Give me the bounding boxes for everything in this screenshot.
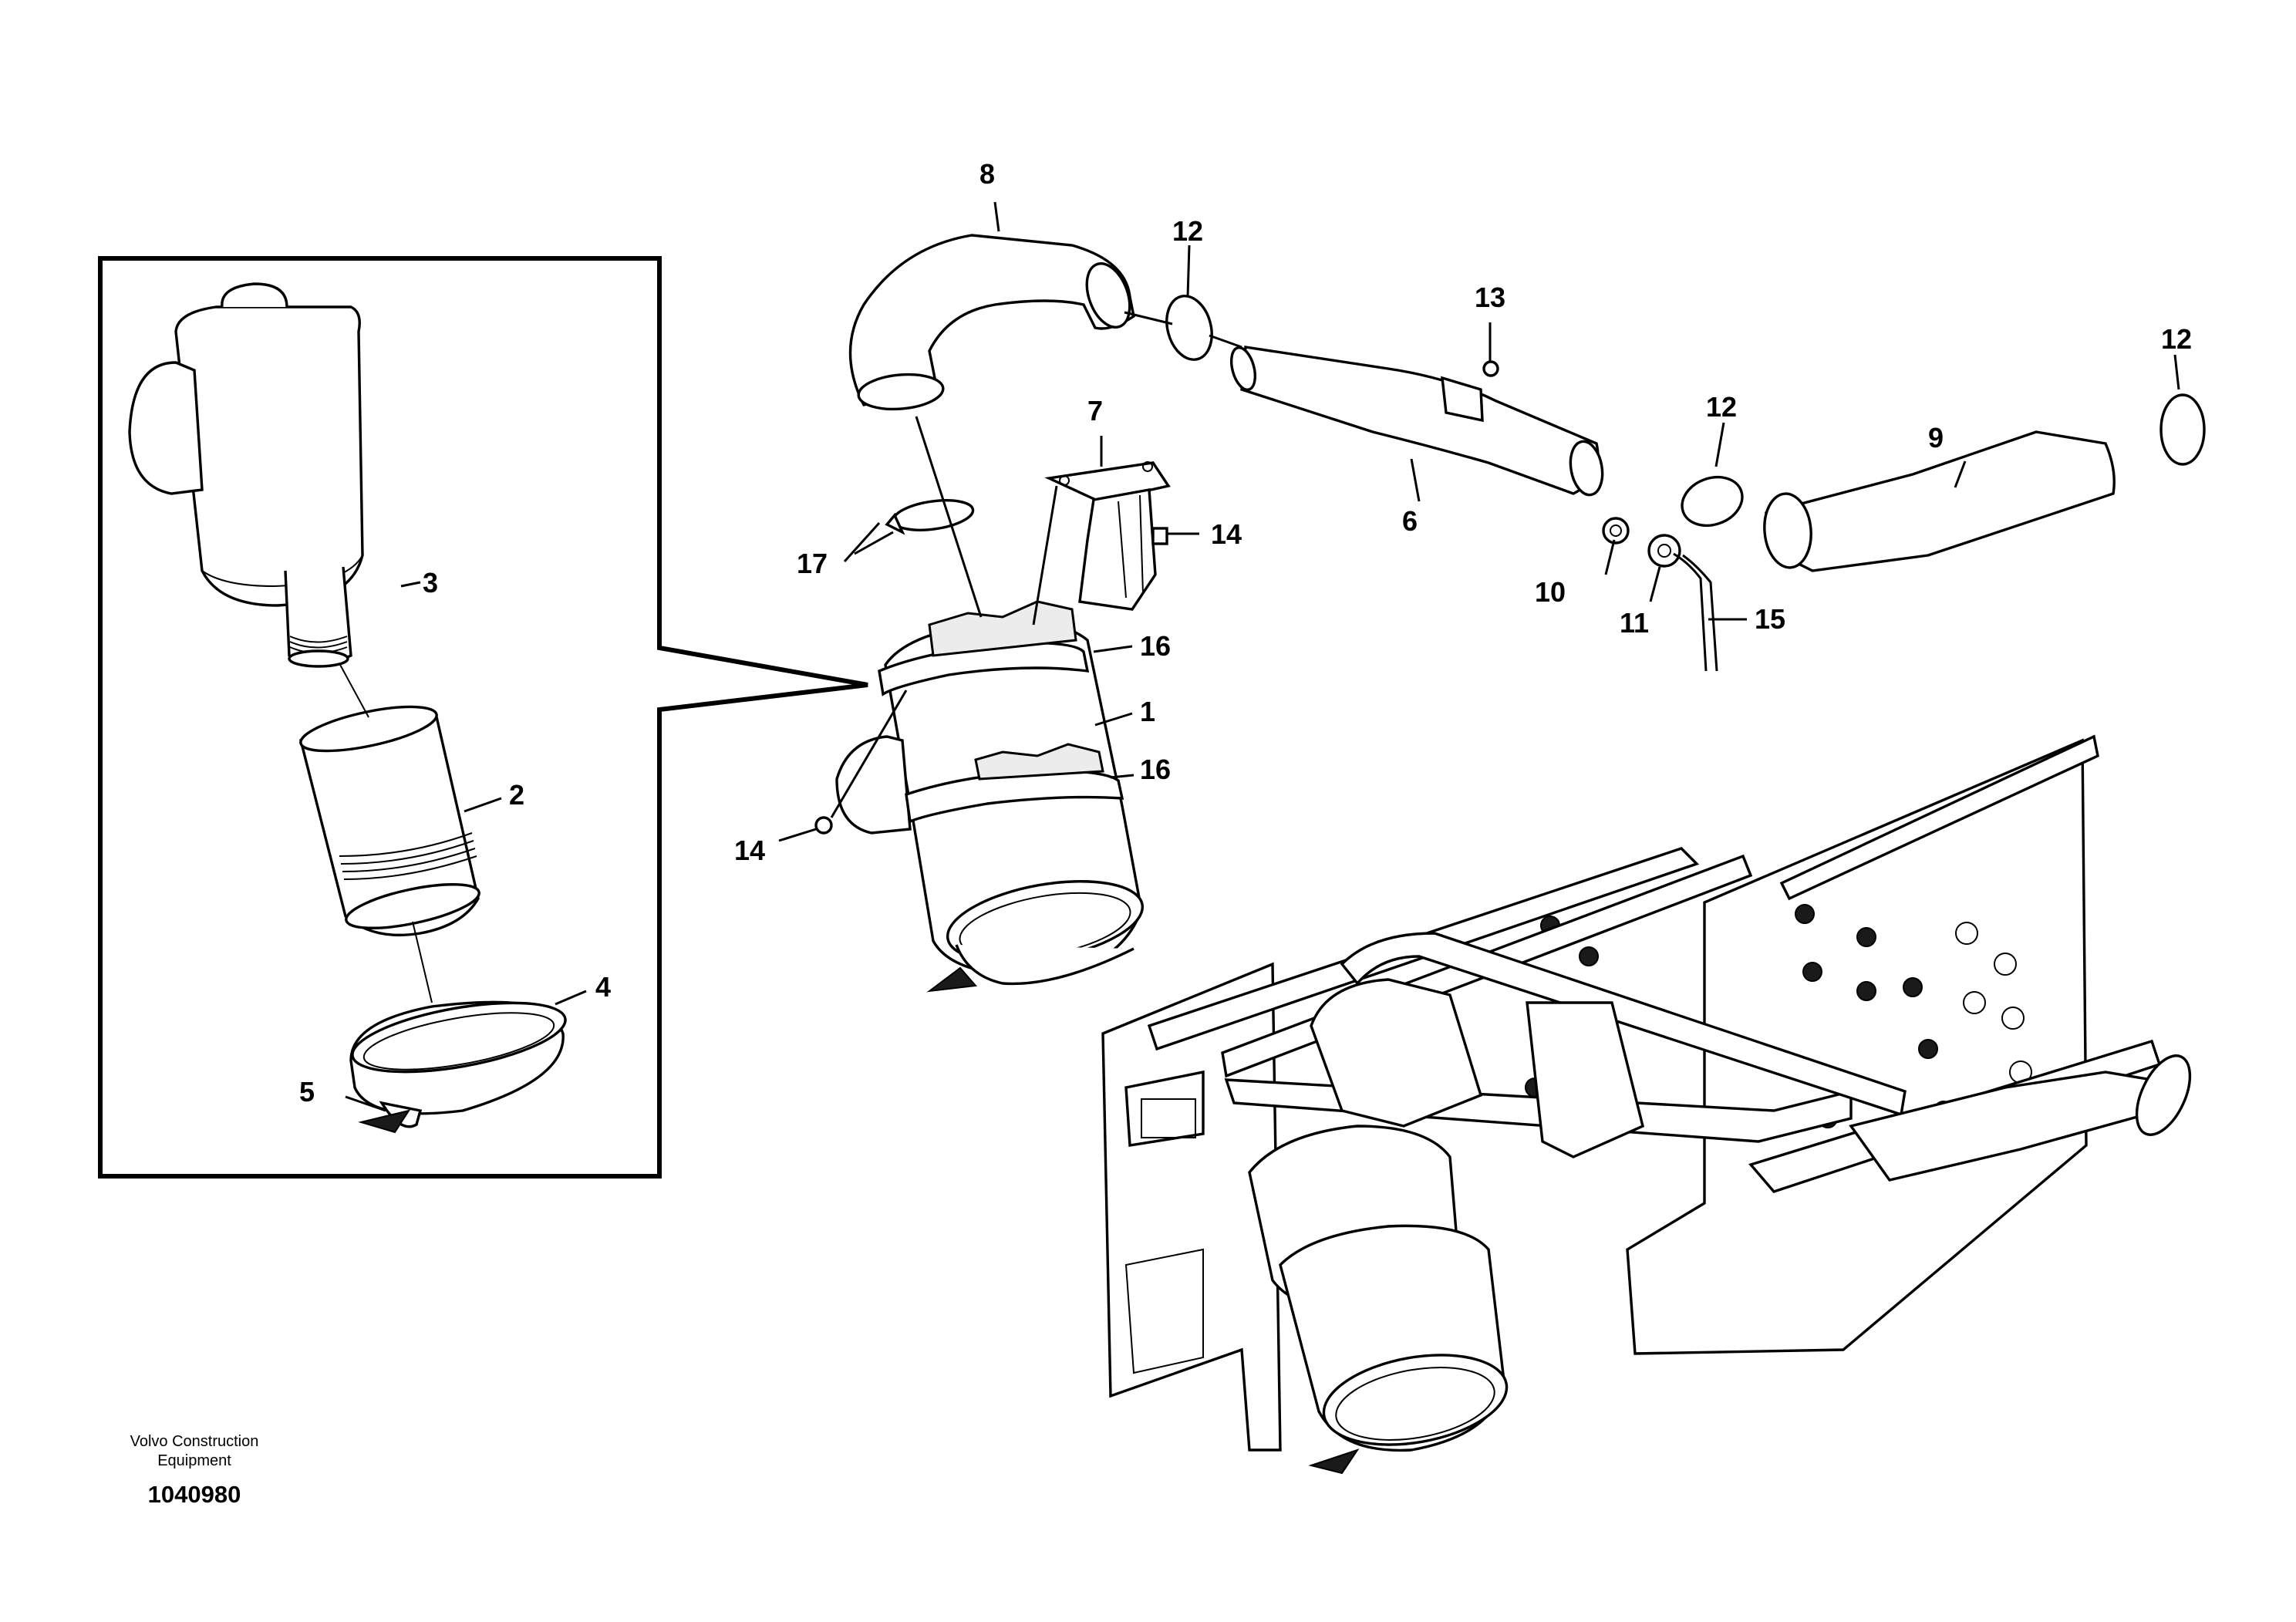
machine-frame-view <box>1101 734 2192 1475</box>
drawing-footer: Volvo Construction Equipment 1040980 <box>130 1433 259 1508</box>
company-name-line2: Equipment <box>157 1452 231 1469</box>
filter-element-detail <box>298 705 480 937</box>
callout-12-left: 12 <box>1172 215 1203 247</box>
callout-12-right: 12 <box>2161 323 2192 355</box>
callout-4: 4 <box>595 971 611 1003</box>
callout-8: 8 <box>979 158 995 190</box>
bracket-7 <box>1044 461 1171 611</box>
callout-16-lower: 16 <box>1140 754 1171 785</box>
callout-9: 9 <box>1928 422 1944 454</box>
air-cleaner-assembly <box>814 461 1171 993</box>
callout-11: 11 <box>1620 607 1649 639</box>
callout-16-upper: 16 <box>1140 630 1171 662</box>
callout-7: 7 <box>1087 395 1103 427</box>
callout-2: 2 <box>509 779 524 811</box>
callout-10: 10 <box>1535 576 1566 608</box>
air-cleaner-housing-detail <box>128 282 364 668</box>
callouts: 8 12 13 12 12 9 7 6 14 17 10 11 15 16 1 … <box>299 158 2192 1108</box>
callout-1: 1 <box>1140 696 1155 727</box>
callout-17: 17 <box>797 548 828 579</box>
callout-6: 6 <box>1402 505 1418 537</box>
callout-14-upper: 14 <box>1211 518 1242 550</box>
cover-detail <box>349 1000 567 1134</box>
callout-15: 15 <box>1755 603 1785 635</box>
callout-13: 13 <box>1475 282 1505 313</box>
callout-3: 3 <box>423 567 438 599</box>
drawing-number: 1040980 <box>148 1481 241 1508</box>
callout-5: 5 <box>299 1076 315 1108</box>
detail-inset <box>98 256 868 1179</box>
intake-piping <box>848 234 2206 672</box>
leader-lines <box>345 201 2180 1112</box>
callout-14-lower: 14 <box>734 835 765 866</box>
callout-12-middle: 12 <box>1706 391 1737 423</box>
company-name-line1: Volvo Construction <box>130 1433 259 1450</box>
